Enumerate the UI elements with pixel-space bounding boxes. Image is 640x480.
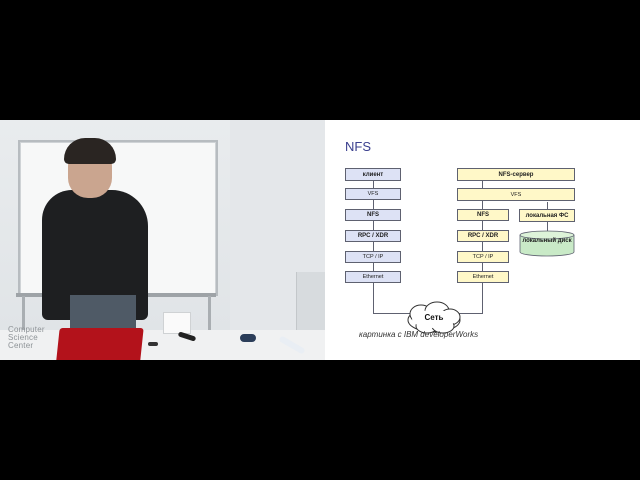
client-to-network-line (373, 313, 413, 314)
server-to-network-line (482, 299, 483, 313)
disk-icon (519, 230, 575, 257)
client-layer-ethernet: Ethernet (345, 271, 401, 283)
server-layer-vfs: VFS (457, 188, 575, 201)
server-local-disk-label: локальный диск (522, 238, 572, 244)
client-to-network-line (373, 299, 374, 313)
watermark-line: Computer (8, 325, 45, 334)
door (296, 272, 325, 332)
desk (0, 330, 325, 360)
lecturer-hair (64, 138, 116, 164)
localfs-to-disk-line (547, 222, 548, 234)
lecture-video: Computer Science Center (0, 120, 325, 360)
client-header: клиент (345, 168, 401, 181)
network-cloud-icon (407, 301, 461, 334)
server-layer-tcpip: TCP / IP (457, 251, 509, 263)
laptop (56, 328, 144, 360)
watermark-line: Center (8, 341, 34, 350)
video-frame: Computer Science Center NFS клиент VFS N… (0, 120, 640, 360)
server-local-fs: локальная ФС (519, 209, 575, 222)
client-layer-nfs: NFS (345, 209, 401, 221)
mouse (240, 334, 256, 342)
client-layer-vfs: VFS (345, 188, 401, 200)
slide: NFS клиент VFS NFS RPC / XDR TCP / IP Et… (325, 120, 640, 360)
whiteboard-leg (208, 296, 211, 336)
client-layer-rpc: RPC / XDR (345, 230, 401, 242)
server-to-network-line (453, 313, 483, 314)
network-label: Сеть (424, 313, 444, 322)
client-layer-tcpip: TCP / IP (345, 251, 401, 263)
server-layer-nfs: NFS (457, 209, 509, 221)
whiteboard-leg (22, 296, 25, 336)
vfs-to-localfs-line (547, 202, 548, 212)
channel-watermark: Computer Science Center (8, 326, 45, 350)
image-credit-caption: картинка с IBM developerWorks (359, 330, 479, 339)
clicker (148, 342, 158, 346)
watermark-line: Science (8, 333, 38, 342)
server-header: NFS-сервер (457, 168, 575, 181)
server-layer-rpc: RPC / XDR (457, 230, 509, 242)
slide-title: NFS (345, 139, 371, 154)
power-socket (163, 312, 191, 334)
server-layer-ethernet: Ethernet (457, 271, 509, 283)
